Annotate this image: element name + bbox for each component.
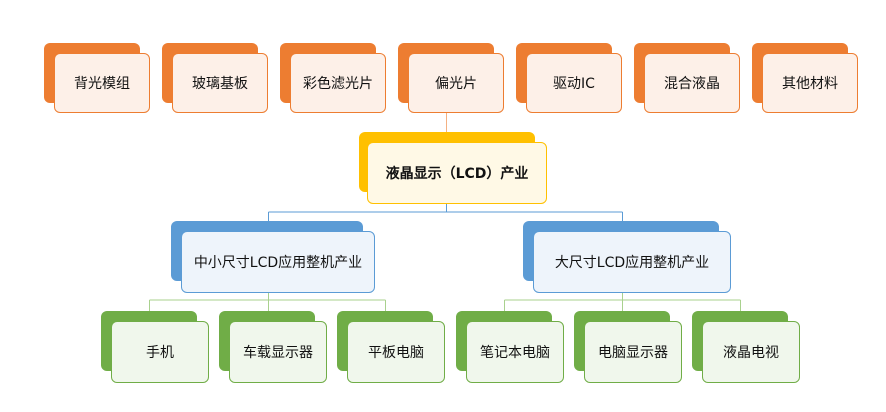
material-label: 玻璃基板 — [172, 53, 268, 113]
product-label: 笔记本电脑 — [466, 321, 564, 383]
product-label: 车载显示器 — [229, 321, 327, 383]
product-label: 平板电脑 — [347, 321, 445, 383]
product-label: 液晶电视 — [702, 321, 800, 383]
material-label: 偏光片 — [408, 53, 504, 113]
segment-label: 中小尺寸LCD应用整机产业 — [181, 231, 375, 293]
product-label: 电脑显示器 — [584, 321, 682, 383]
segment-label: 大尺寸LCD应用整机产业 — [533, 231, 731, 293]
core-industry-label: 液晶显示（LCD）产业 — [367, 142, 547, 204]
material-label: 其他材料 — [762, 53, 858, 113]
material-label: 背光模组 — [54, 53, 150, 113]
material-label: 混合液晶 — [644, 53, 740, 113]
material-label: 驱动IC — [526, 53, 622, 113]
product-label: 手机 — [111, 321, 209, 383]
material-label: 彩色滤光片 — [290, 53, 386, 113]
